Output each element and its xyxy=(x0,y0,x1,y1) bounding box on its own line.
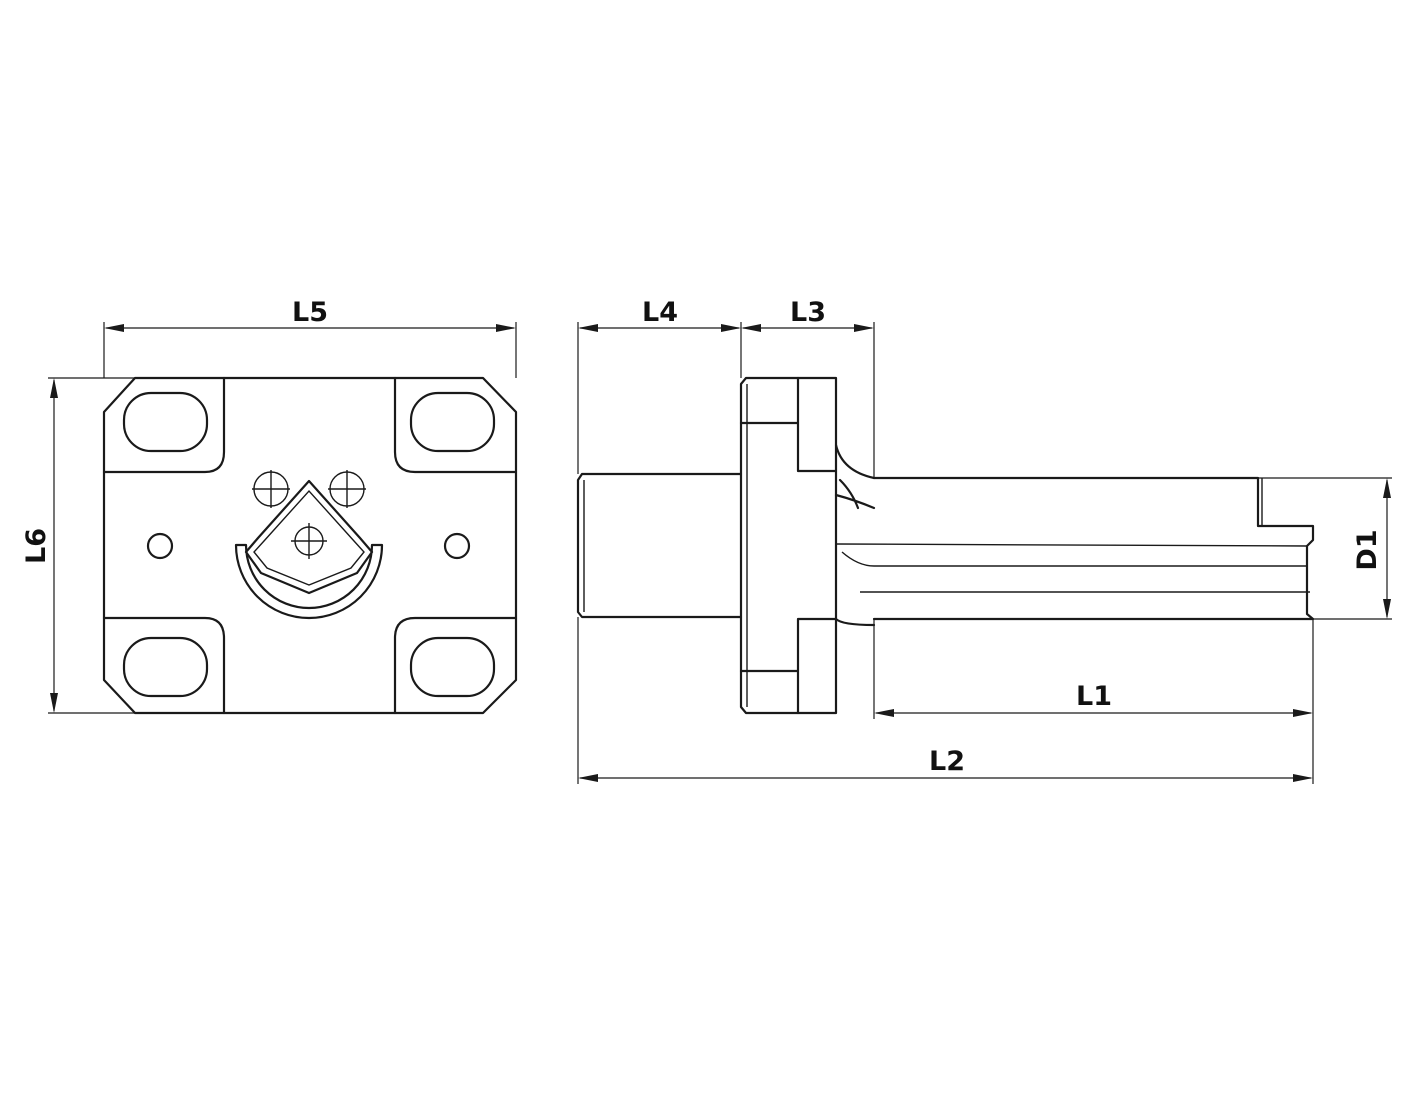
dimension-L3: L3 xyxy=(741,297,875,478)
center-pocket-outer xyxy=(234,543,384,620)
label-L3: L3 xyxy=(790,297,826,328)
front-plate-outline xyxy=(102,376,518,715)
shank-fillet-top xyxy=(834,443,876,480)
label-L1: L1 xyxy=(1076,681,1112,712)
flange-outline xyxy=(739,376,838,715)
label-L5: L5 xyxy=(292,297,328,328)
crosshair-hole-right xyxy=(328,470,366,508)
dimension-L4: L4 xyxy=(577,297,742,474)
center-hex-inner xyxy=(253,489,365,586)
shank-fillet-bottom xyxy=(834,617,876,627)
shank-fillet-groove xyxy=(834,478,876,510)
side-view xyxy=(576,376,1315,715)
dimensions: L5 L6 L4 L3 xyxy=(21,297,1392,784)
slot-hole-bottom-right xyxy=(409,636,496,698)
center-hex-pocket xyxy=(244,479,374,595)
flange-steps xyxy=(739,376,838,715)
dimension-L6: L6 xyxy=(21,377,135,714)
dimension-L2: L2 xyxy=(577,617,1313,784)
center-crosshair xyxy=(291,523,327,559)
slot-hole-bottom-left xyxy=(122,636,209,698)
front-view xyxy=(102,376,518,715)
pin-hole-right xyxy=(443,532,471,560)
crosshair-hole-left xyxy=(252,470,290,508)
label-L6: L6 xyxy=(21,528,52,564)
rear-stub xyxy=(576,472,743,619)
dimension-D1: D1 xyxy=(1258,477,1392,620)
label-L4: L4 xyxy=(642,297,678,328)
pin-hole-left xyxy=(146,532,174,560)
front-recess-outline xyxy=(102,376,518,715)
label-L2: L2 xyxy=(929,746,965,777)
slot-hole-top-right xyxy=(409,391,496,453)
slot-hole-top-left xyxy=(122,391,209,453)
dimension-L1: L1 xyxy=(873,619,1314,784)
label-D1: D1 xyxy=(1352,529,1383,570)
shank-outline xyxy=(872,476,1315,621)
dimension-L5: L5 xyxy=(103,297,517,378)
